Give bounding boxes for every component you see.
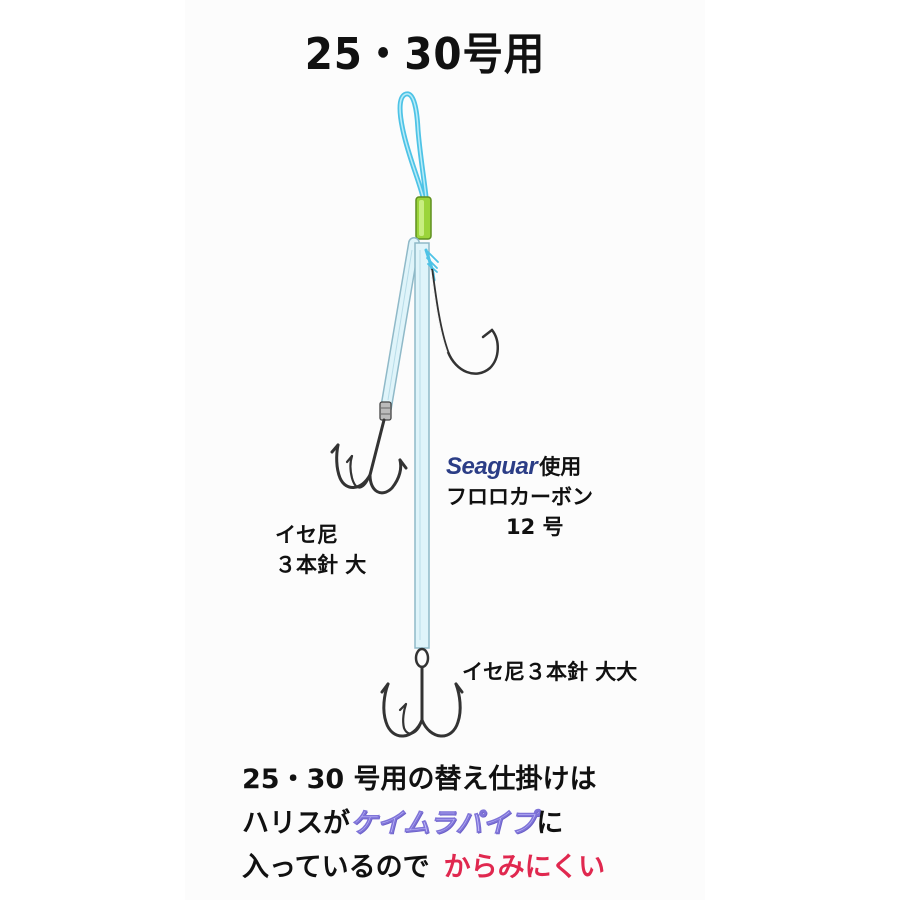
line-label-row-3: 12 号 (506, 515, 564, 539)
caption-line-2-a: ハリスが (242, 808, 350, 839)
caption-line-2: ハリスがケイムラパイプに (242, 802, 605, 846)
large-treble-hook (380, 647, 464, 738)
caption-line-1: 25・30 号用の替え仕掛けは (242, 764, 597, 795)
caption-line-3-a: 入っているので (242, 852, 430, 883)
small-hook-label: イセ尼 ３本針 大 (275, 520, 366, 580)
small-hook-label-line-1: イセ尼 (275, 523, 338, 547)
caption: 25・30 号用の替え仕掛けは ハリスがケイムラパイプに 入っているのでからみに… (242, 758, 605, 890)
swivel-small (379, 401, 392, 421)
main-line-pipe (414, 242, 430, 649)
line-label-use: 使用 (539, 455, 582, 479)
diagram-panel (185, 0, 705, 900)
large-hook-label: イセ尼３本針 大大 (462, 660, 638, 684)
caption-line-3: 入っているのでからみにくい (242, 846, 605, 890)
line-label-row-1: Seaguar 使用 (446, 452, 593, 482)
caption-keimura-pipe: ケイムラパイプ (350, 808, 537, 840)
caption-line-2-c: に (536, 808, 564, 839)
line-label-row-2: フロロカーボン (446, 485, 593, 509)
line-loop (397, 91, 429, 200)
small-hook-label-line-2: ３本針 大 (275, 553, 367, 577)
page-title: 25・30号用 (304, 29, 546, 80)
line-loop-inner (399, 93, 427, 198)
caption-tangle-free: からみにくい (443, 852, 606, 883)
line-label: Seaguar 使用 フロロカーボン 12 号 (446, 452, 593, 542)
single-hook (424, 248, 499, 375)
seaguar-logo: Seaguar (446, 453, 538, 480)
small-treble-hook (330, 418, 408, 495)
